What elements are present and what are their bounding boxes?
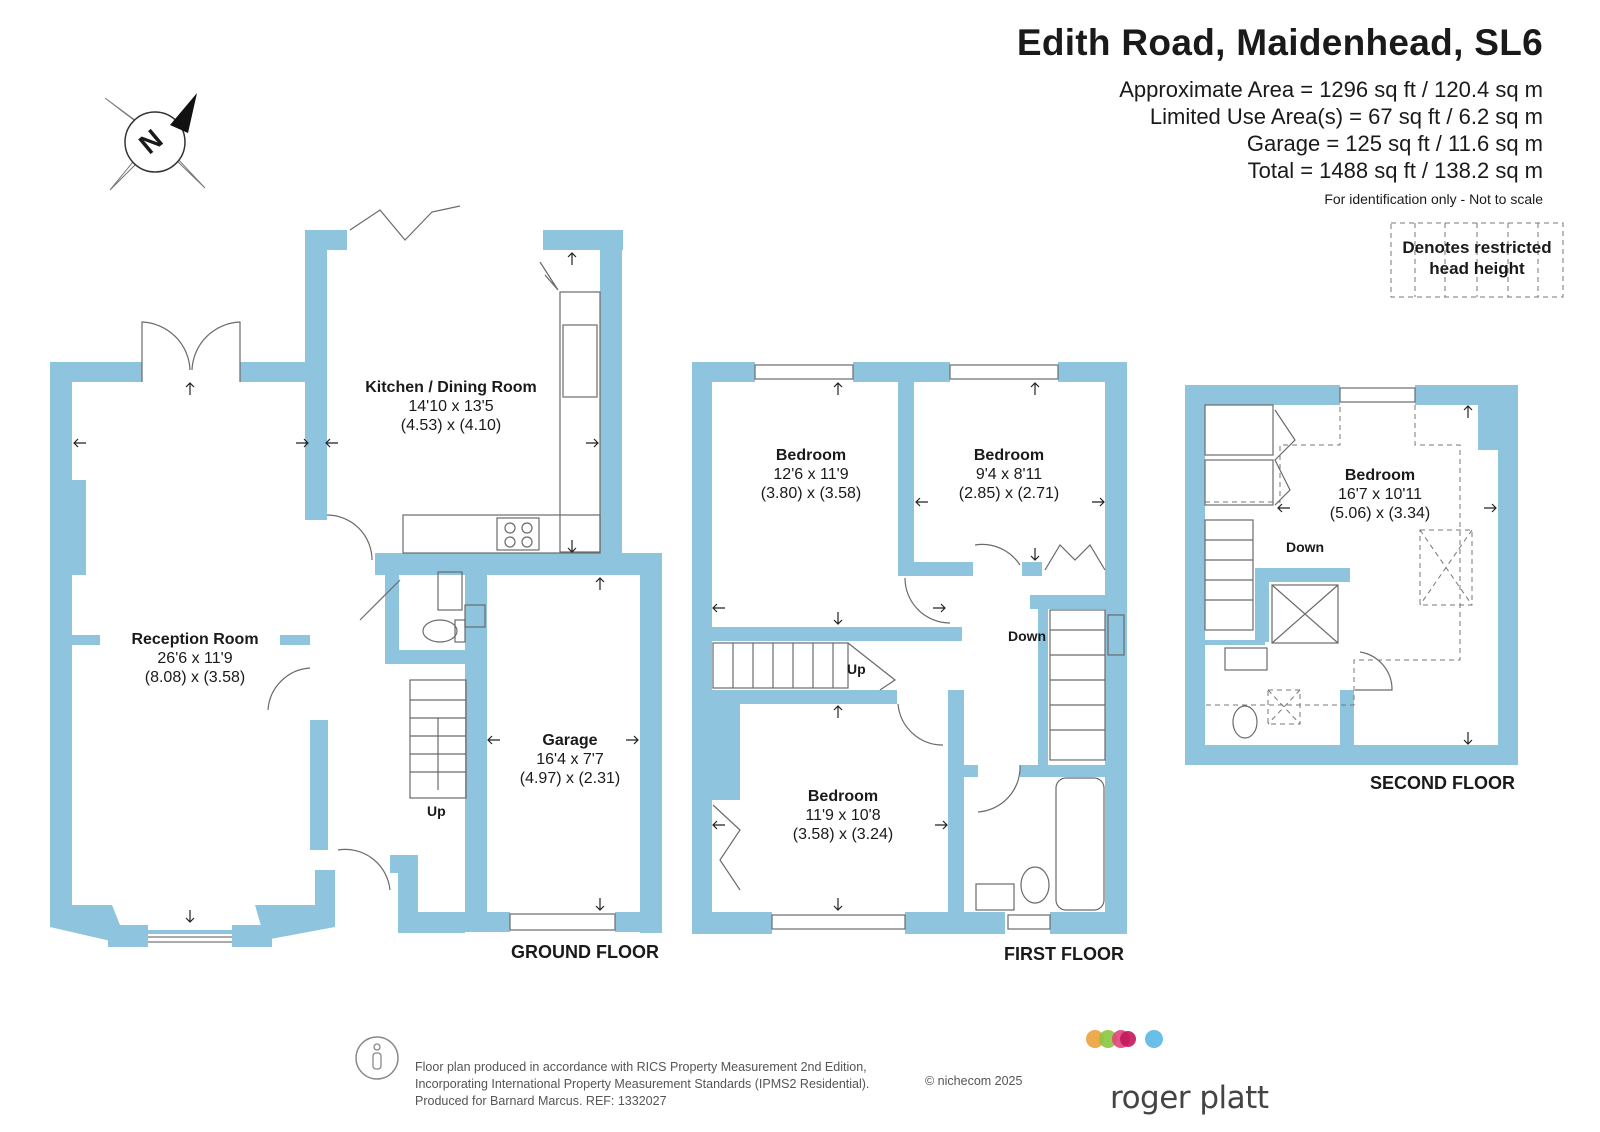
area-total: Total = 1488 sq ft / 138.2 sq m [1247,158,1543,183]
floor-label-first: FIRST FLOOR [1004,944,1124,964]
floor-label-second: SECOND FLOOR [1370,773,1516,793]
area-garage: Garage = 125 sq ft / 11.6 sq m [1246,131,1543,156]
stairs-first-up: Up [847,661,866,677]
ground-floor-walls [50,230,662,947]
legend-line-1: Denotes restricted [1402,238,1552,257]
scale-note: For identification only - Not to scale [1324,191,1543,207]
area-approximate: Approximate Area = 1296 sq ft / 120.4 sq… [1119,77,1543,102]
stairs-ground-up: Up [427,803,446,819]
room-bedroom-3: Bedroom 11'9 x 10'8 (3.58) x (3.24) [792,788,894,843]
second-floor-fixtures [1204,387,1473,739]
room-kitchen: Kitchen / Dining Room 14'10 x 13'5 (4.53… [365,379,537,434]
measurement-arrows [73,252,1497,923]
brand-dots [1086,1030,1163,1048]
stairs-first-down: Down [1008,628,1047,644]
room-bedroom-4: Bedroom 16'7 x 10'11 (5.06) x (3.34) [1329,467,1431,522]
restricted-height-legend: Denotes restricted head height [1390,222,1564,298]
compass-rose [104,93,206,191]
area-limited-use: Limited Use Area(s) = 67 sq ft / 6.2 sq … [1149,104,1543,129]
second-floor-walls [1185,385,1518,765]
room-bedroom-1: Bedroom 12'6 x 11'9 (3.80) x (3.58) [760,447,862,502]
legend-dashed-box [1390,222,1564,298]
room-garage: Garage 16'4 x 7'7 (4.97) x (2.31) [519,732,621,787]
footer-text: Floor plan produced in accordance with R… [415,1060,870,1108]
room-bedroom-2: Bedroom 9'4 x 8'11 (2.85) x (2.71) [958,447,1060,502]
ground-floor-fixtures [141,205,616,931]
brand-logo-text: roger platt [1110,1080,1269,1116]
first-floor-fixtures [712,364,1125,930]
floor-label-ground: GROUND FLOOR [511,942,659,962]
room-reception: Reception Room 26'6 x 11'9 (8.08) x (3.5… [131,631,259,686]
copyright: © nichecom 2025 [925,1074,1023,1088]
first-floor-walls [692,362,1127,934]
stairs-second-down: Down [1286,539,1325,555]
legend-line-2: head height [1429,259,1525,278]
rics-badge [355,1036,399,1080]
page-title: Edith Road, Maidenhead, SL6 [1016,22,1543,63]
